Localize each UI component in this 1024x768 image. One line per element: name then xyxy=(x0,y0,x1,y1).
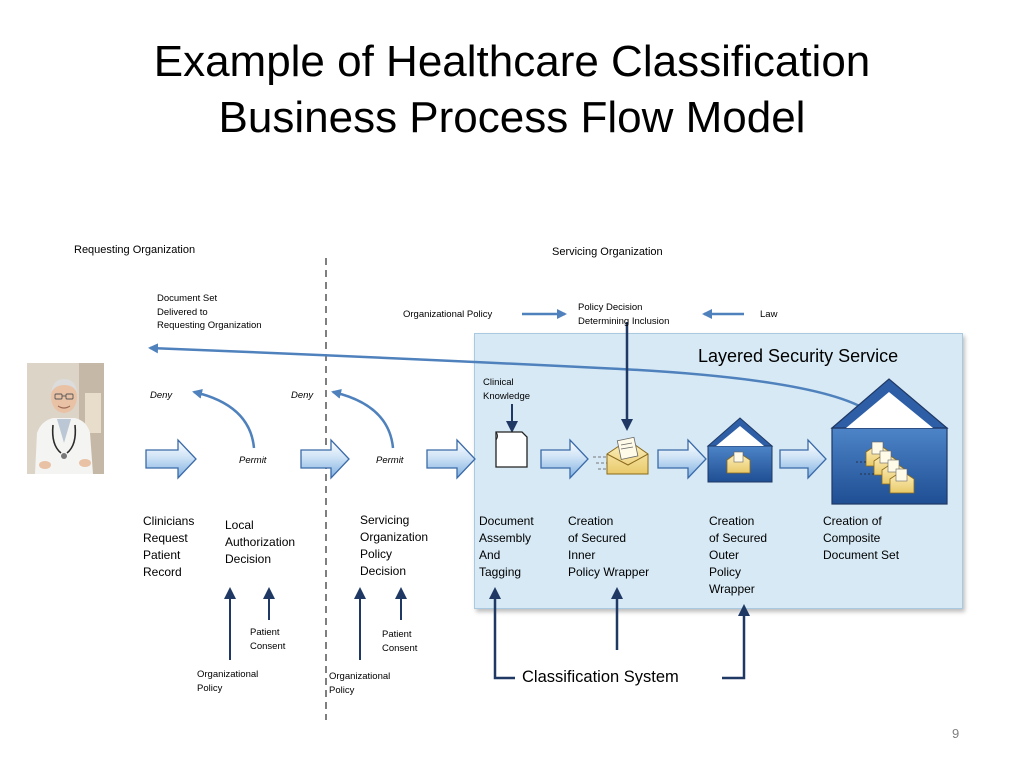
flow-arrow-6 xyxy=(779,438,827,480)
composite-envelope-icon xyxy=(830,378,949,505)
permit-label-1: Permit xyxy=(239,455,267,466)
clinical-knowledge-label: Clinical Knowledge xyxy=(483,377,531,402)
deny-curve-2 xyxy=(331,388,395,449)
delivery-return-arrow xyxy=(148,343,871,414)
permit-label-2: Permit xyxy=(376,455,404,466)
org-policy-top-label: Organizational Policy xyxy=(403,309,493,320)
doctor-photo xyxy=(27,363,104,474)
deny-label-2: Deny xyxy=(291,390,314,401)
flow-arrow-5 xyxy=(657,438,707,480)
classification-arrow-right xyxy=(722,604,750,680)
step-local-authorization: Local Authorization Decision xyxy=(225,518,296,566)
page-number: 9 xyxy=(952,726,960,741)
org-policy-bottom-label-1: Organizational Policy xyxy=(197,669,259,694)
flow-arrow-4 xyxy=(540,438,589,480)
policy-decision-label: Policy Decision Determining Inclusion xyxy=(578,302,670,327)
law-label: Law xyxy=(760,309,778,320)
classification-system-label: Classification System xyxy=(522,668,679,686)
classification-arrow-left xyxy=(489,587,515,680)
flow-arrow-1 xyxy=(145,438,197,480)
title-line-1: Example of Healthcare Classification xyxy=(153,37,871,86)
document-icon xyxy=(495,431,528,468)
title-line-2: Business Process Flow Model xyxy=(218,93,806,142)
flow-arrow-3 xyxy=(426,438,476,480)
patient-consent-label-2: Patient Consent xyxy=(382,629,418,654)
deny-curve-1 xyxy=(192,388,256,449)
org-policy-bottom-label-2: Organizational Policy xyxy=(329,671,391,696)
patient-consent-label-1: Patient Consent xyxy=(250,627,286,652)
envelope-icon xyxy=(593,436,649,475)
step-composite-document: Creation of Composite Document Set xyxy=(823,514,900,562)
step-servicing-policy-decision: Servicing Organization Policy Decision xyxy=(360,513,429,578)
layered-security-title: Layered Security Service xyxy=(698,346,899,366)
slide-title: Example of Healthcare Classification Bus… xyxy=(0,34,1024,146)
wrapper-envelope-icon xyxy=(706,417,774,483)
requesting-org-label: Requesting Organization xyxy=(74,244,196,256)
step-clinicians-request: Clinicians Request Patient Record xyxy=(143,514,195,579)
step-inner-wrapper: Creation of Secured Inner Policy Wrapper xyxy=(568,514,650,579)
flow-arrow-2 xyxy=(300,438,350,480)
deny-label-1: Deny xyxy=(150,390,173,401)
step-outer-wrapper: Creation of Secured Outer Policy Wrapper xyxy=(709,514,768,596)
servicing-org-label: Servicing Organization xyxy=(552,246,663,258)
step-document-assembly: Document Assembly And Tagging xyxy=(479,514,534,579)
document-set-delivered-label: Document Set Delivered to Requesting Org… xyxy=(157,293,262,331)
